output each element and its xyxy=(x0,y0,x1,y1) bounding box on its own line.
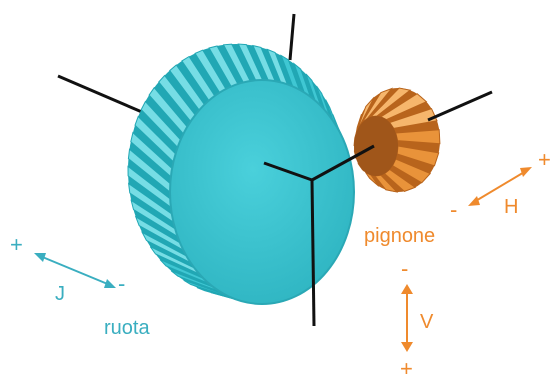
pinion-axis xyxy=(428,92,492,120)
triad-axis-down xyxy=(312,180,314,326)
axis-j-indicator: + - J xyxy=(10,232,125,305)
j-plus-label: + xyxy=(10,232,23,257)
j-arrow-shaft xyxy=(40,256,110,285)
j-arrow-head-left xyxy=(34,253,46,262)
v-arrow-head-bottom xyxy=(401,342,413,352)
axis-h-indicator: + - H xyxy=(450,147,551,222)
h-axis-label: H xyxy=(504,196,518,218)
axis-v-indicator: - + V xyxy=(400,256,434,378)
wheel-axis-top xyxy=(290,14,294,60)
h-plus-label: + xyxy=(538,147,551,172)
v-plus-label: + xyxy=(400,356,413,378)
j-arrow-head-right xyxy=(104,279,116,288)
pinion-label: pignone xyxy=(364,225,435,247)
j-axis-label: J xyxy=(55,283,65,305)
h-arrow-head-right xyxy=(520,167,532,177)
v-minus-label: - xyxy=(401,256,408,281)
wheel-label: ruota xyxy=(104,317,150,339)
pinion-face xyxy=(354,116,398,176)
wheel-face xyxy=(170,80,354,304)
j-minus-label: - xyxy=(118,271,125,296)
v-axis-label: V xyxy=(420,311,434,333)
h-minus-label: - xyxy=(450,197,457,222)
h-arrow-head-left xyxy=(468,196,480,206)
v-arrow-head-top xyxy=(401,284,413,294)
